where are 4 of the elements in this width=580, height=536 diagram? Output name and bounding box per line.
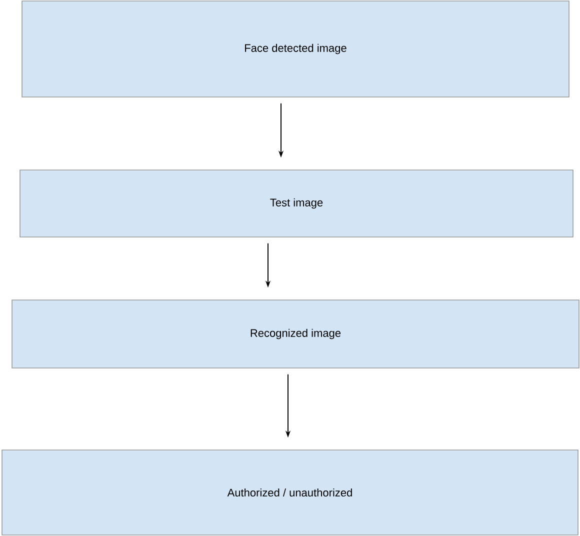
process-box: Face detected image: [22, 0, 570, 98]
process-box: Test image: [20, 170, 574, 238]
process-box: Authorized / unauthorized: [2, 450, 578, 536]
process-box: Recognized image: [12, 300, 580, 368]
